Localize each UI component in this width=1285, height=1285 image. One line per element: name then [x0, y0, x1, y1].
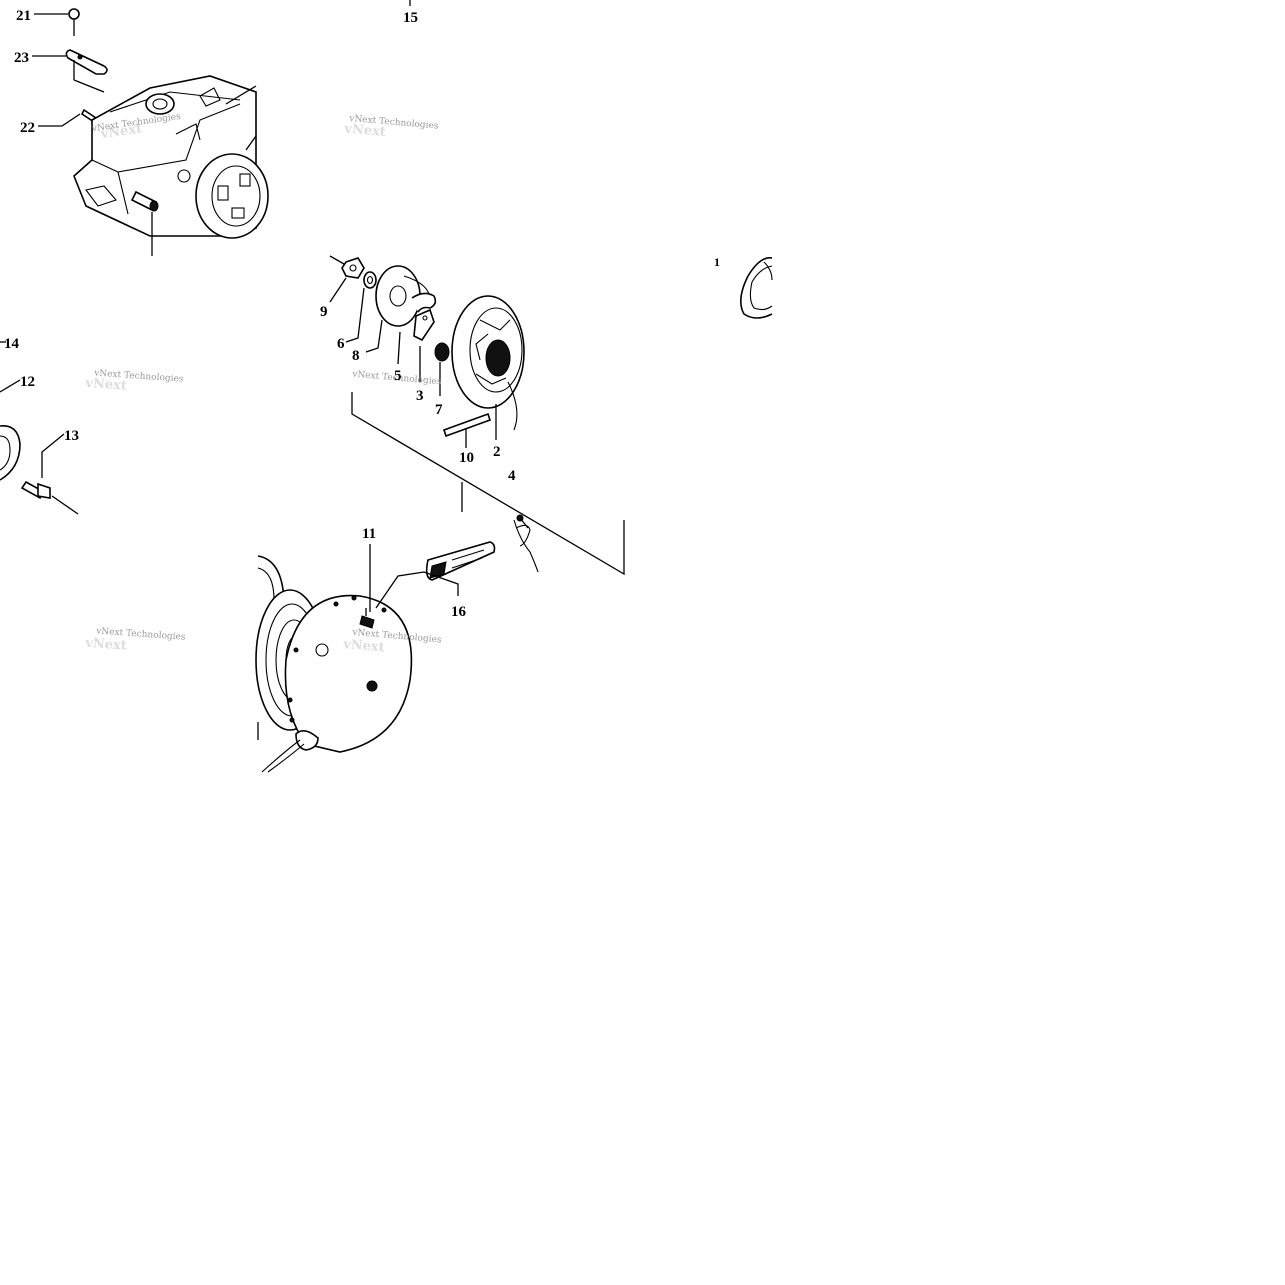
leader-12	[0, 379, 21, 393]
svg-text:vNext: vNext	[84, 636, 127, 654]
leader-upper-right	[225, 85, 257, 105]
screw-11-part	[359, 608, 375, 629]
callout-5: 5	[394, 368, 402, 384]
callout-12: 12	[20, 374, 35, 390]
starter-handle-1-part	[740, 257, 773, 319]
spring-7-part	[434, 342, 450, 362]
leader-23-drop2	[73, 79, 105, 93]
left-middle-assembly	[0, 425, 79, 515]
callout-14: 14	[4, 336, 20, 352]
leader-22	[38, 113, 81, 127]
leader-6	[345, 287, 365, 343]
callout-13: 13	[64, 428, 79, 444]
starter-cover-housing	[261, 594, 413, 773]
bolt-13-part	[20, 480, 51, 500]
pin-10-part	[442, 412, 492, 438]
svg-text:vNext: vNext	[99, 121, 143, 142]
callout-6: 6	[337, 336, 345, 352]
watermark-3: vNext vNext Technologies	[84, 368, 184, 394]
assembly-axis-tick	[519, 517, 529, 529]
svg-text:vNext: vNext	[342, 637, 386, 656]
callout-22: 22	[20, 120, 35, 136]
leader-5	[397, 331, 401, 365]
washer-6-part	[363, 271, 377, 289]
screw-21-part	[68, 8, 80, 36]
watermark-2: vNext vNext Technologies	[343, 114, 439, 140]
callout-2: 2	[493, 444, 501, 460]
decal-16-part	[425, 541, 496, 581]
leader-8	[365, 319, 383, 353]
rope-4-part	[513, 514, 539, 573]
leader-right	[245, 135, 257, 151]
watermark-5: vNext vNext Technologies	[84, 626, 186, 654]
recoil-starter-assembly	[329, 255, 539, 573]
callout-3: 3	[416, 388, 424, 404]
pulley-2-part	[451, 295, 525, 409]
svg-text:vNext: vNext	[343, 121, 387, 140]
plate-23-part	[65, 49, 108, 75]
callout-11: 11	[362, 526, 376, 542]
callout-7: 7	[435, 402, 443, 418]
leader-13	[41, 433, 65, 478]
callout-10: 10	[459, 450, 474, 466]
nut-9-part	[341, 257, 365, 279]
housing-bolt	[130, 190, 159, 212]
callout-9: 9	[320, 304, 328, 320]
clip-5-part	[411, 292, 437, 313]
callout-16: 16	[451, 604, 467, 620]
callout-8: 8	[352, 348, 360, 364]
starter-cover-assembly	[255, 541, 496, 773]
assembly-axis-line	[351, 392, 625, 576]
callout-15: 15	[403, 10, 418, 26]
callout-23: 23	[14, 50, 29, 66]
crankcase-assembly	[65, 8, 269, 256]
crankcase-housing	[73, 75, 269, 239]
pawl-3-part	[413, 308, 435, 342]
leader-9	[329, 277, 347, 303]
leader-16	[375, 571, 459, 609]
callout-21: 21	[16, 8, 31, 24]
callout-4: 4	[508, 468, 516, 484]
callout-1: 1	[714, 255, 720, 269]
svg-text:vNext: vNext	[84, 376, 127, 394]
